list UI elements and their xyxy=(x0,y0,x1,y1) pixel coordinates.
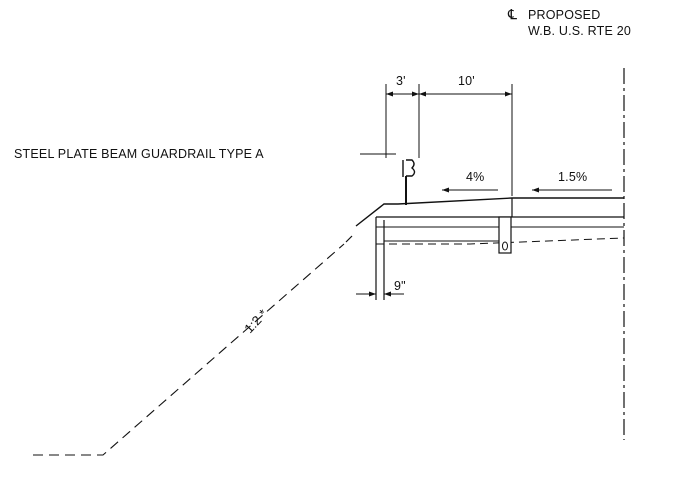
subgrade-dashed-line xyxy=(376,237,625,245)
shoulder-slope-label: 4% xyxy=(466,170,485,184)
centerline-label-line1: PROPOSED xyxy=(528,8,601,22)
centerline-label-line2: W.B. U.S. RTE 20 xyxy=(528,24,631,38)
slope-start-tick xyxy=(345,235,353,243)
embankment-slope-line xyxy=(33,243,345,456)
embankment-slope-label: 1:2 * xyxy=(241,306,270,336)
dim-label-9in: 9" xyxy=(394,279,406,293)
underdrain xyxy=(498,216,512,254)
lane-slope-label: 1.5% xyxy=(558,170,588,184)
guardrail-callout: STEEL PLATE BEAM GUARDRAIL TYPE A xyxy=(14,147,264,161)
dim-label-10ft: 10' xyxy=(458,74,475,88)
dim-label-3ft: 3' xyxy=(396,74,406,88)
underdrain-pipe xyxy=(502,241,508,251)
centerline-symbol: ℄ xyxy=(508,6,518,22)
pavement-top-surface xyxy=(355,197,624,227)
guardrail-rail xyxy=(406,159,416,177)
